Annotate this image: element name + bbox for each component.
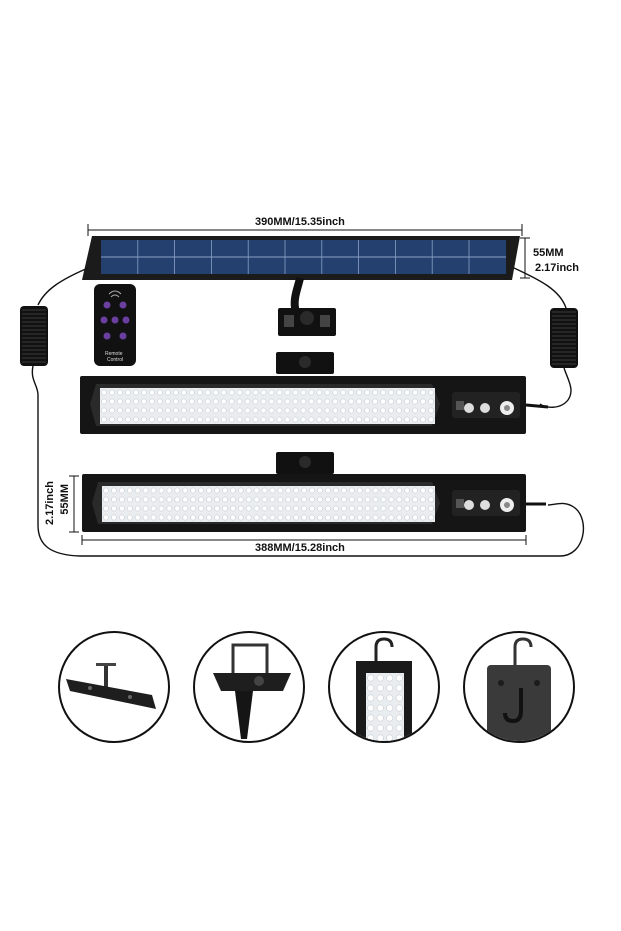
light-bar-top xyxy=(80,376,549,434)
light-bar-bottom xyxy=(82,474,546,532)
panel-width-label: 390MM/15.35inch xyxy=(255,216,345,228)
light-width-dimension-line xyxy=(81,535,527,545)
mount-ground-stake-hook xyxy=(193,631,305,743)
panel-height-dimension-line xyxy=(520,237,530,279)
panel-cables xyxy=(37,267,567,309)
hanging-hook-front-icon xyxy=(356,637,412,741)
remote-control xyxy=(94,284,136,366)
light2-bracket xyxy=(276,452,334,474)
mount-hanging-hook-back xyxy=(463,631,575,743)
light1-bracket xyxy=(276,352,334,374)
mount-ground-stake-bar xyxy=(58,631,170,743)
remote-label-line2: Control xyxy=(107,357,124,363)
light-height-mm-label: 55MM xyxy=(59,484,71,515)
panel-height-inch-label: 2.17inch xyxy=(535,262,580,274)
light-width-label: 388MM/15.28inch xyxy=(255,542,345,554)
light-height-dimension-line xyxy=(69,475,79,533)
remote-label-line1: Remote xyxy=(105,351,123,357)
hanging-hook-back-icon xyxy=(487,637,551,741)
right-coiled-cable xyxy=(539,308,578,408)
panel-width-dimension-line xyxy=(87,224,523,236)
mount-hanging-hook-front xyxy=(328,631,440,743)
panel-height-mm-label: 55MM xyxy=(533,247,564,259)
panel-bracket xyxy=(278,277,336,336)
left-coiled-cable xyxy=(20,306,585,557)
solar-panel xyxy=(82,236,520,280)
stake-bar-icon xyxy=(66,663,156,709)
light-height-inch-label: 2.17inch xyxy=(44,481,56,526)
stake-hook-icon xyxy=(213,643,291,739)
